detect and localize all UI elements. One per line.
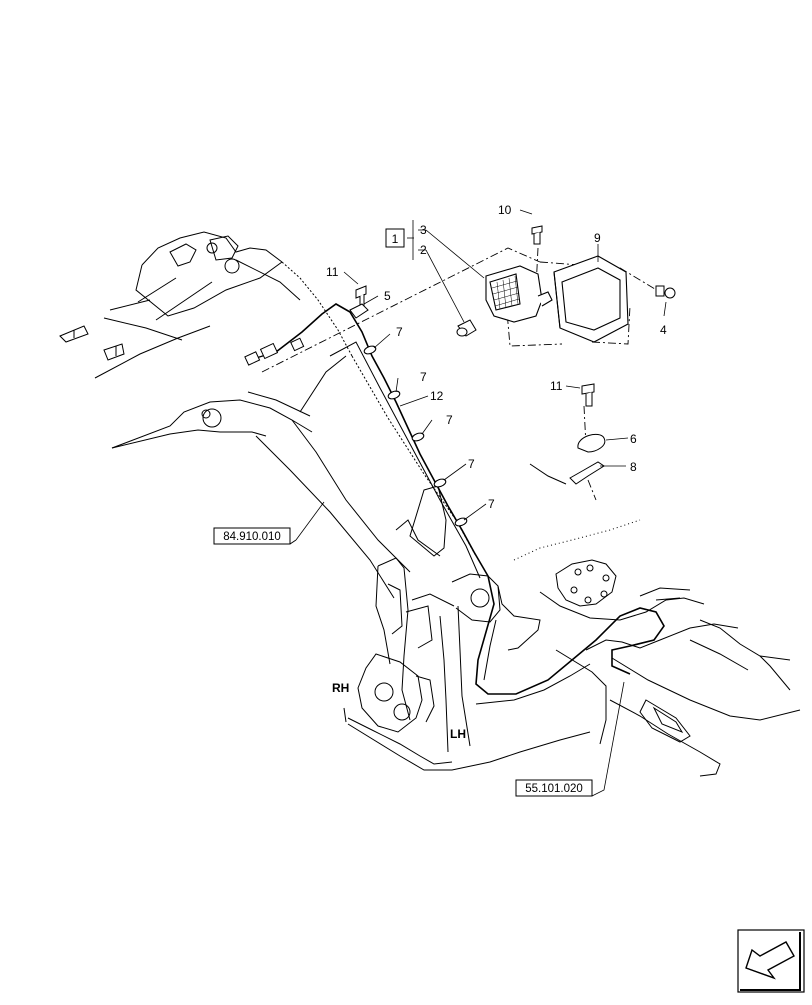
callout-box-1 — [385, 228, 405, 248]
callout-2: 2 — [420, 243, 427, 257]
side-markers: RH LH — [332, 681, 466, 741]
callout-6: 6 — [630, 432, 637, 446]
harness-clips — [363, 345, 468, 527]
callout-7c: 7 — [446, 413, 453, 427]
callout-11b: 11 — [550, 379, 563, 393]
reference-boxes: 84.910.010 55.101.020 — [213, 527, 593, 797]
harness-connector — [244, 337, 305, 366]
ref-boom-84910010: 84.910.010 — [223, 531, 281, 543]
clip-7c — [411, 432, 425, 442]
side-label-lh: LH — [450, 727, 466, 741]
clip-7a — [363, 345, 377, 355]
arrow-navigation-icon[interactable] — [737, 929, 805, 993]
leader-lines — [295, 209, 667, 797]
boom-structure — [59, 231, 801, 777]
fasteners — [349, 225, 676, 485]
work-light — [485, 265, 553, 323]
callout-7b: 7 — [420, 370, 427, 384]
light-guard — [553, 255, 629, 343]
light-bulb — [456, 319, 477, 337]
callout-4: 4 — [660, 323, 667, 337]
ref-frame-55101020: 55.101.020 — [525, 783, 583, 795]
callout-1: 1 — [392, 232, 399, 246]
callout-5: 5 — [384, 289, 391, 303]
callout-9: 9 — [594, 231, 601, 245]
side-label-rh: RH — [332, 681, 349, 695]
callout-7d: 7 — [468, 457, 475, 471]
clip-7e — [454, 517, 468, 527]
callout-3: 3 — [420, 223, 427, 237]
callout-11a: 11 — [326, 265, 339, 279]
callout-7e: 7 — [488, 497, 495, 511]
callout-12: 12 — [430, 389, 444, 403]
callout-labels: 1 3 2 10 9 4 11 5 7 7 12 7 7 7 11 6 8 — [326, 203, 667, 511]
clip-7b — [387, 390, 401, 400]
callout-7a: 7 — [396, 325, 403, 339]
callout-8: 8 — [630, 460, 637, 474]
callout-10: 10 — [498, 203, 512, 217]
clip-7d — [433, 478, 447, 488]
